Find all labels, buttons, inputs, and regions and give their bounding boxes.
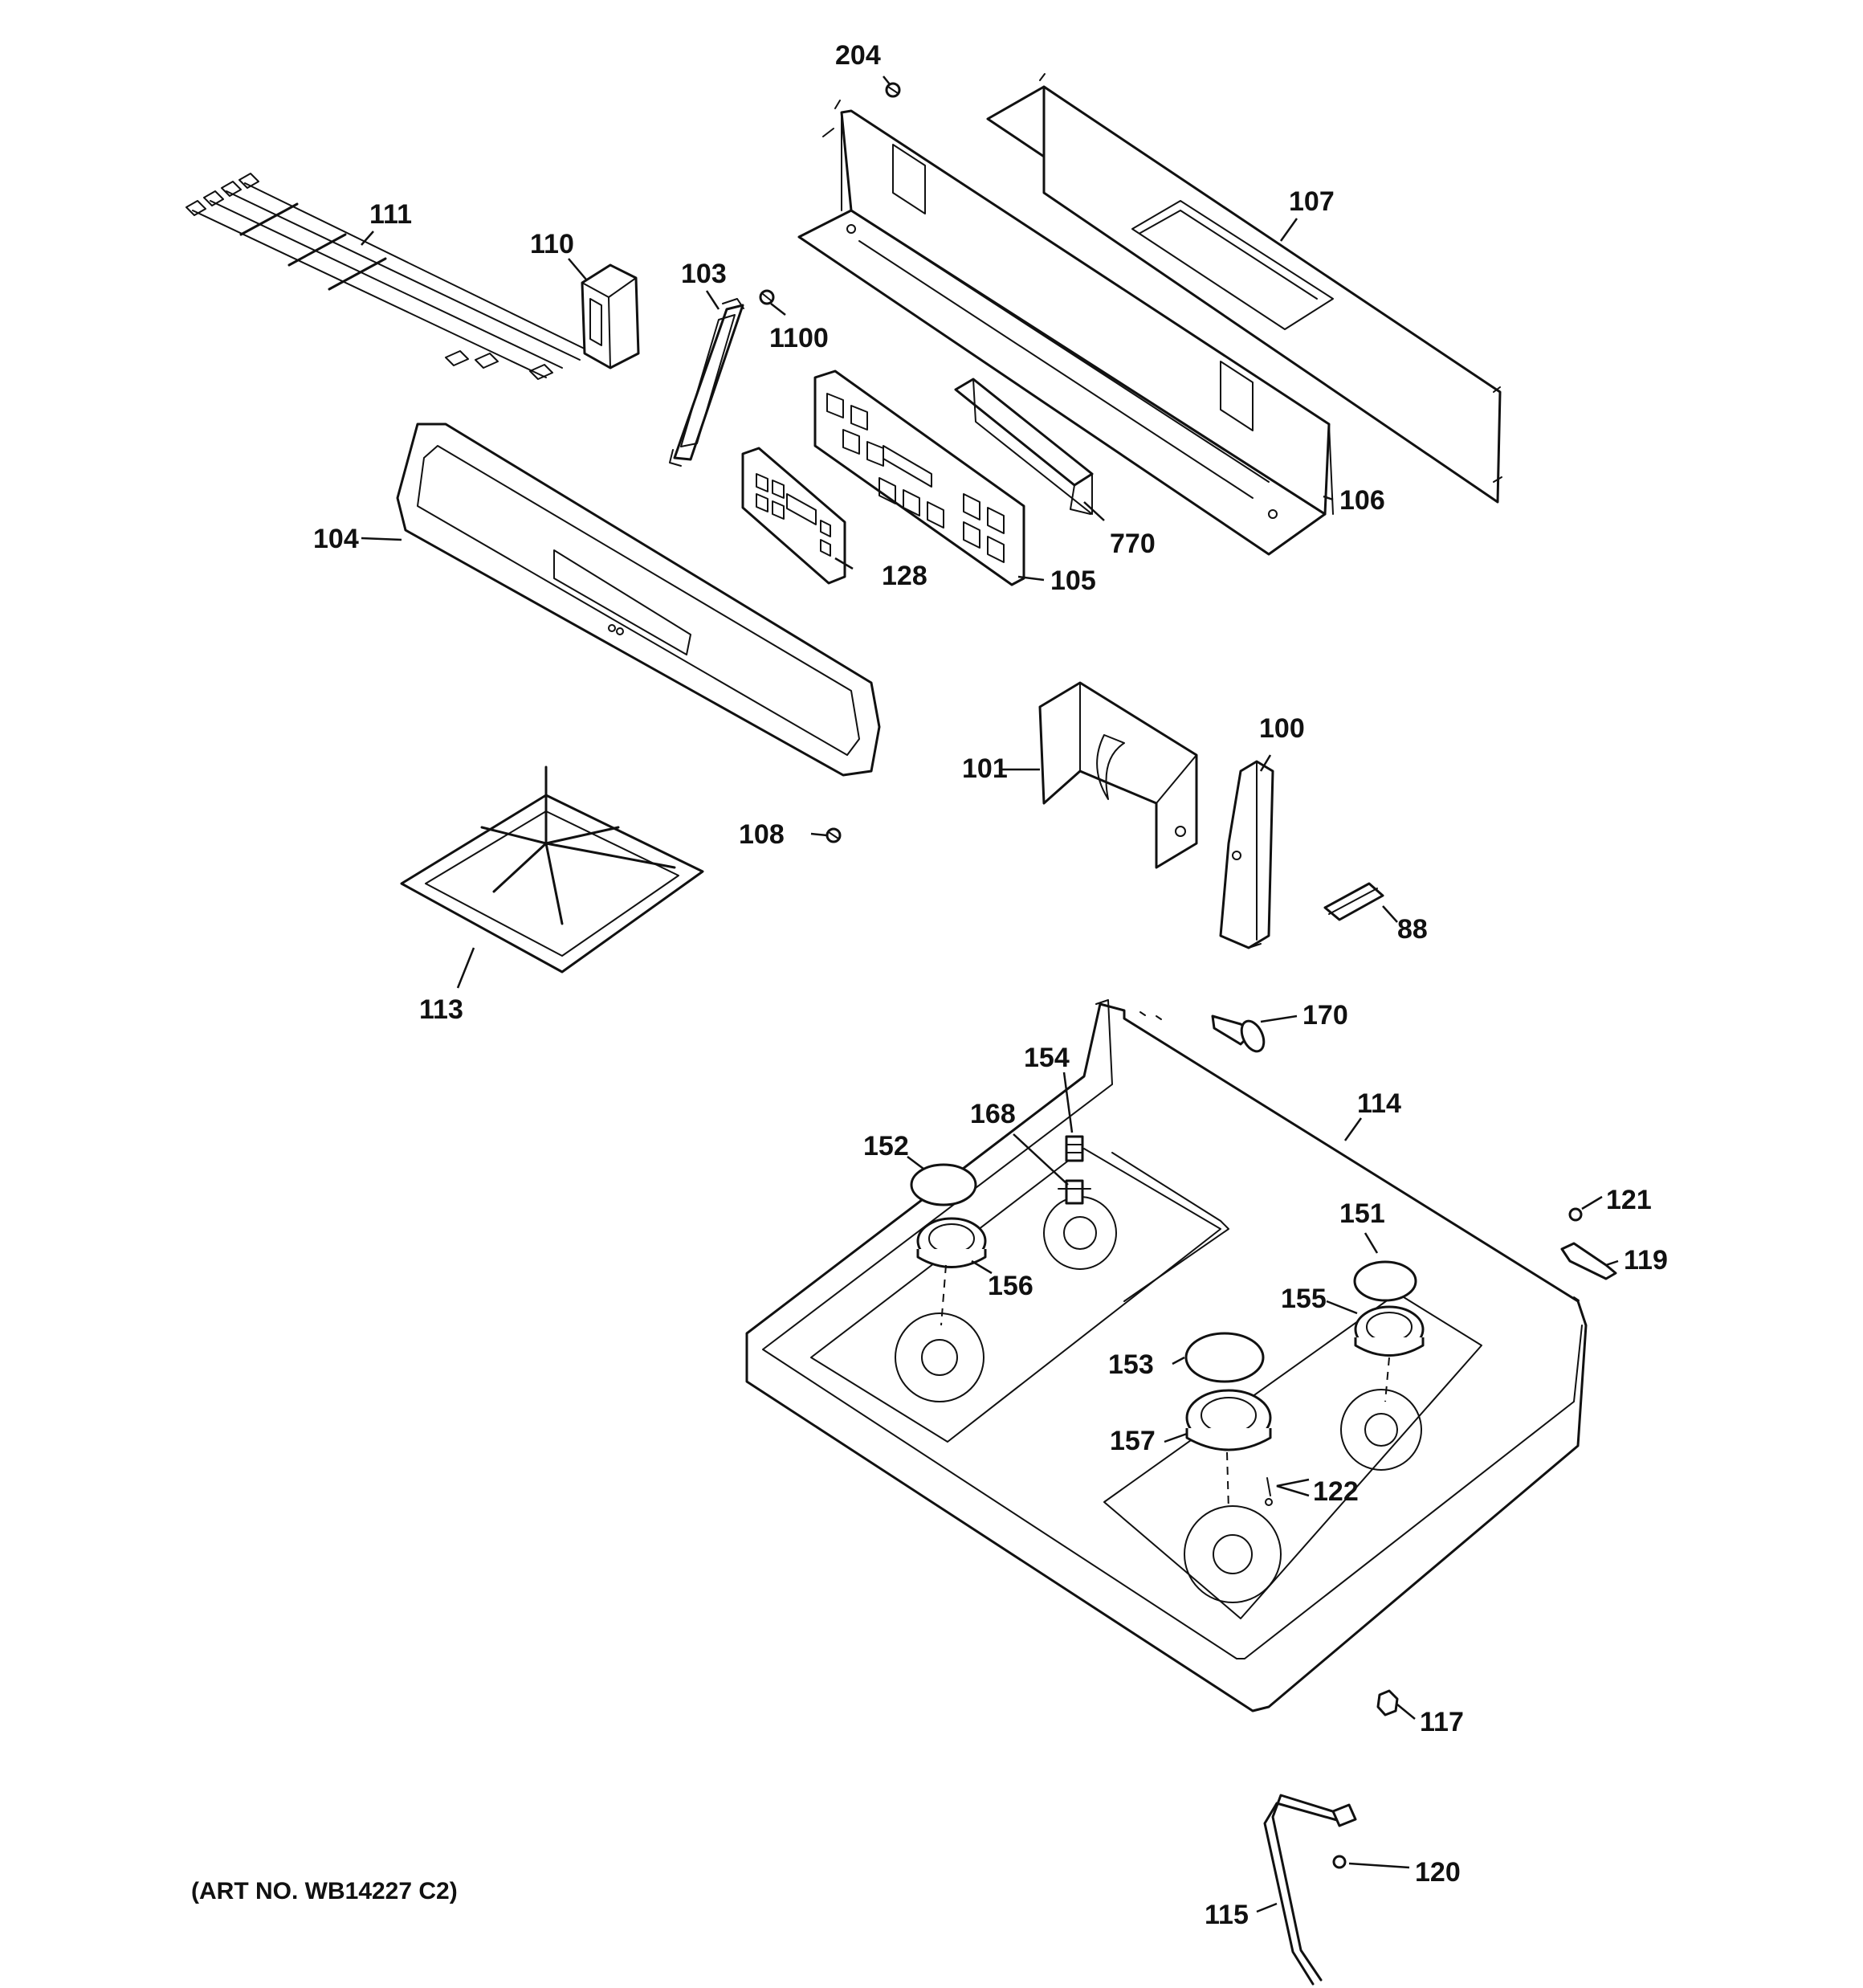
callout-153: 153 <box>1108 1349 1154 1380</box>
callout-105: 105 <box>1050 565 1096 596</box>
callout-100: 100 <box>1259 713 1305 744</box>
callout-106: 106 <box>1339 485 1385 516</box>
callout-115: 115 <box>1205 1900 1249 1930</box>
part-115-rod <box>1263 1794 1357 1986</box>
part-111-wire-harness <box>185 173 595 380</box>
callout-121: 121 <box>1606 1185 1652 1215</box>
part-106-rear-panel <box>797 100 1334 556</box>
part-122-screws <box>1265 1477 1273 1506</box>
part-170-screw <box>1211 1014 1266 1053</box>
callout-152: 152 <box>863 1131 909 1161</box>
part-204-screw <box>885 82 901 98</box>
callout-156: 156 <box>988 1271 1033 1301</box>
callout-155: 155 <box>1281 1284 1327 1314</box>
leader-157-dash <box>1226 1451 1229 1511</box>
callout-119: 119 <box>1624 1245 1668 1276</box>
callout-128: 128 <box>882 561 927 591</box>
callout-110: 110 <box>530 229 574 259</box>
part-103-bracket <box>669 298 744 467</box>
callout-154: 154 <box>1024 1043 1070 1073</box>
callout-107: 107 <box>1289 186 1335 217</box>
part-151-burner-cap <box>1353 1260 1417 1302</box>
callout-168: 168 <box>970 1099 1016 1129</box>
part-153-burner-cap <box>1184 1332 1265 1383</box>
part-155-burner-head <box>1354 1305 1425 1357</box>
part-119-bracket <box>1560 1242 1617 1280</box>
callout-204: 204 <box>835 40 881 71</box>
callout-114: 114 <box>1357 1088 1401 1119</box>
callout-157: 157 <box>1110 1426 1156 1456</box>
callout-770: 770 <box>1110 529 1156 559</box>
part-88-clip <box>1323 882 1384 921</box>
part-104-backguard <box>396 423 881 777</box>
part-154-orifice <box>1065 1135 1084 1162</box>
part-121-screw <box>1568 1207 1583 1222</box>
leader-155-dash <box>1384 1357 1390 1402</box>
callout-120: 120 <box>1415 1857 1461 1888</box>
callout-108: 108 <box>739 819 785 850</box>
part-108-screw <box>826 827 842 843</box>
part-157-burner-head <box>1185 1389 1272 1451</box>
part-117-nut <box>1376 1689 1399 1717</box>
callout-117: 117 <box>1420 1707 1464 1737</box>
callout-151: 151 <box>1339 1198 1385 1229</box>
part-100-support-bracket <box>1219 760 1274 949</box>
callout-103: 103 <box>681 259 727 289</box>
part-1100-screw <box>759 289 775 305</box>
part-101-heat-shield <box>1038 681 1198 869</box>
part-107-top-cover <box>986 73 1502 504</box>
part-156-burner-head <box>916 1217 987 1268</box>
art-number-label: (ART NO. WB14227 C2) <box>191 1878 458 1904</box>
callout-122: 122 <box>1313 1476 1359 1507</box>
part-120-screw <box>1332 1855 1347 1869</box>
callout-113: 113 <box>419 994 463 1025</box>
part-770-clip <box>954 378 1094 515</box>
callout-88: 88 <box>1397 914 1428 945</box>
callout-101: 101 <box>962 753 1008 784</box>
part-128-keypad <box>741 447 846 585</box>
callout-104: 104 <box>313 524 359 554</box>
leader-lines <box>361 76 1619 1913</box>
part-114-cooktop <box>745 999 1588 1712</box>
part-168-orifice-holder <box>1058 1179 1091 1205</box>
part-113-burner-grate <box>400 765 704 974</box>
part-110-control-box <box>581 263 640 369</box>
callout-1100: 1100 <box>769 323 829 353</box>
leader-156-dash <box>940 1264 947 1326</box>
callout-170: 170 <box>1302 1000 1348 1031</box>
callout-111: 111 <box>369 199 412 230</box>
part-152-burner-cap <box>910 1163 977 1206</box>
